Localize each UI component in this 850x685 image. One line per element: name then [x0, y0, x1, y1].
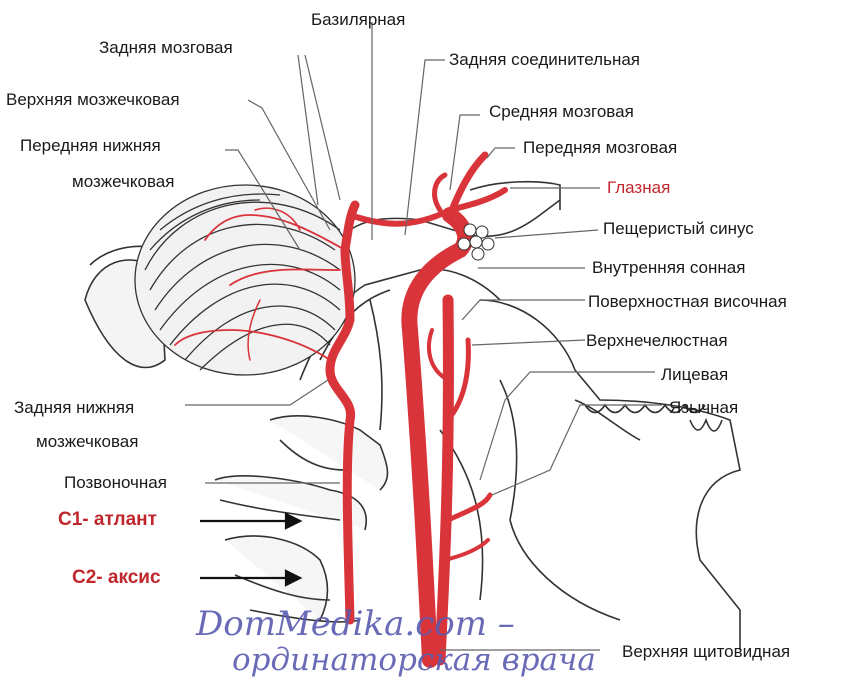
- label-posterior-cerebral: Задняя мозговая: [99, 38, 233, 58]
- label-maxillary: Верхнечелюстная: [586, 331, 728, 351]
- watermark-line-2: ординаторская врача: [232, 642, 596, 678]
- label-anterior-cerebral: Передняя мозговая: [523, 138, 677, 158]
- label-internal-carotid: Внутренняя сонная: [592, 258, 745, 278]
- label-superficial-temporal: Поверхностная височная: [588, 292, 787, 312]
- label-anterior-inferior-cerebellar-1: Передняя нижняя: [20, 136, 161, 156]
- label-c1-atlas: С1- атлант: [58, 510, 157, 530]
- label-superior-cerebellar: Верхняя мозжечковая: [6, 90, 180, 110]
- label-superior-thyroid: Верхняя щитовидная: [622, 642, 790, 662]
- label-posterior-inferior-cerebellar-2: мозжечковая: [36, 432, 138, 452]
- label-anterior-inferior-cerebellar-2: мозжечковая: [72, 172, 174, 192]
- label-vertebral: Позвоночная: [64, 473, 167, 493]
- cerebellum: [135, 185, 355, 375]
- label-posterior-communicating: Задняя соединительная: [449, 50, 640, 70]
- label-facial: Лицевая: [661, 365, 728, 385]
- label-lingual: Язычная: [669, 398, 738, 418]
- label-c2-axis: С2- аксис: [72, 568, 161, 588]
- label-posterior-inferior-cerebellar-1: Задняя нижняя: [14, 398, 134, 418]
- label-middle-cerebral: Средняя мозговая: [489, 102, 634, 122]
- label-basilar: Базилярная: [311, 10, 405, 30]
- watermark-line-1: DomMedika.com –: [196, 604, 515, 644]
- label-ophthalmic: Глазная: [607, 178, 670, 198]
- label-cavernous-sinus: Пещеристый синус: [603, 219, 754, 239]
